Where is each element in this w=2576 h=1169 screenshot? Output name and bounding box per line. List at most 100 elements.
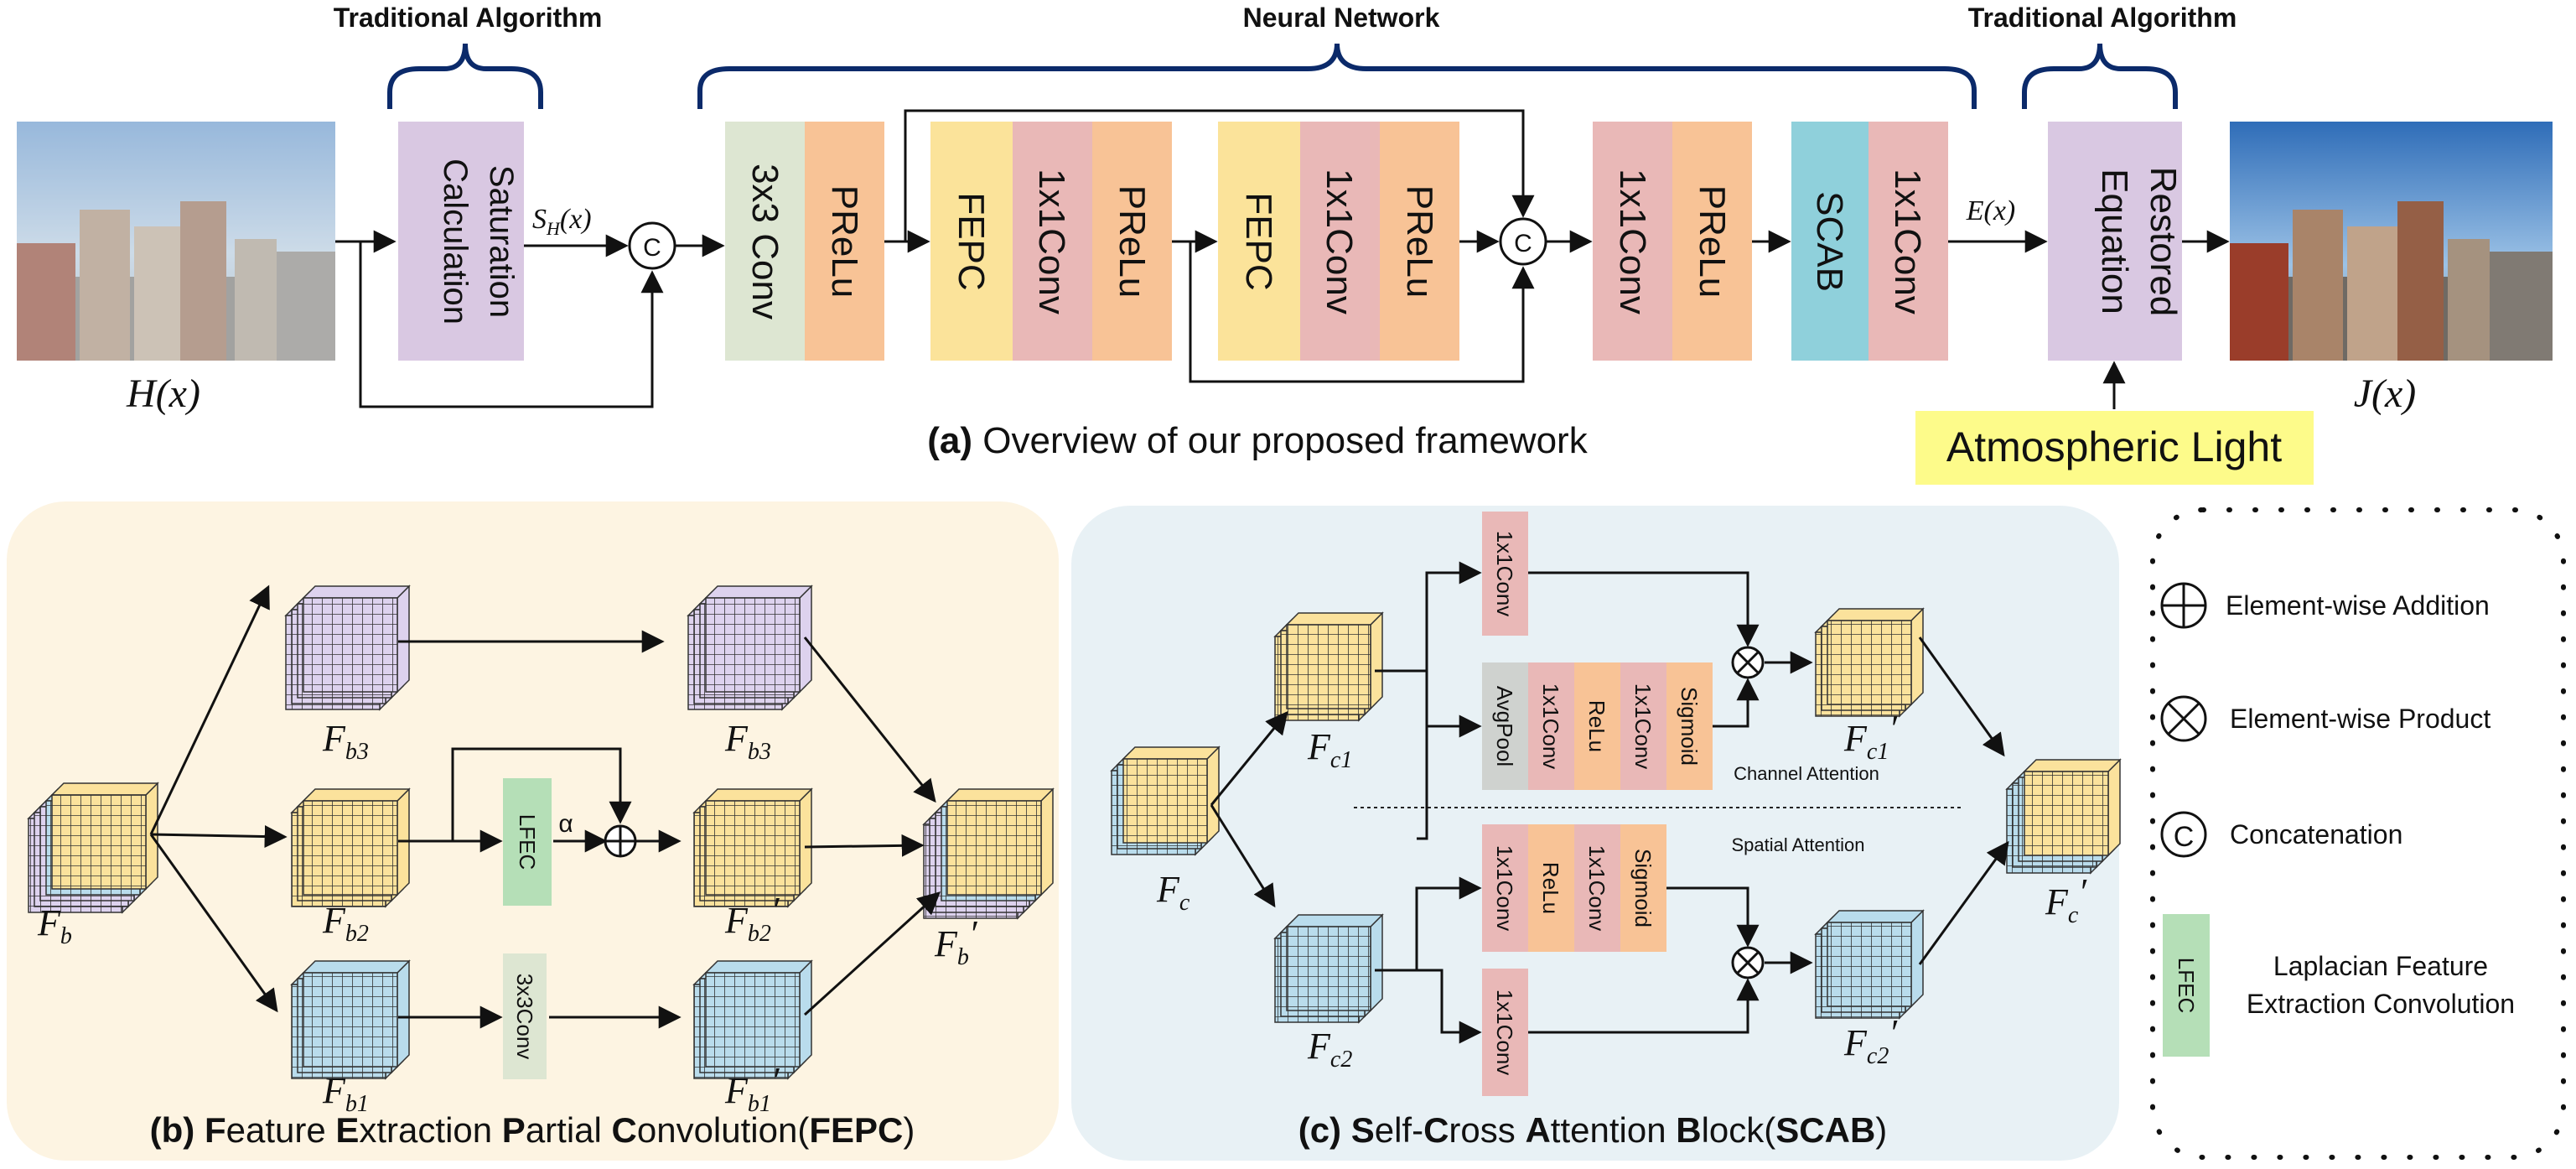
product-node-bottom	[1731, 946, 1765, 979]
dehazed-label: J(x)	[2354, 371, 2417, 416]
fb1-label: Fb1	[322, 1070, 369, 1117]
hazy-input-image	[17, 122, 335, 361]
scab-top-conv: 1x1Conv	[1482, 512, 1528, 636]
channel-attention-row: AvgPool 1x1Conv ReLu 1x1Conv Sigmoid	[1482, 662, 1713, 790]
svg-text:1x1Conv: 1x1Conv	[1630, 683, 1656, 770]
atmospheric-light-label: Atmospheric Light	[1946, 423, 2282, 470]
fb2-cube	[290, 787, 411, 908]
conv3x3-prelu-block: 3x3 Conv PReLu	[725, 122, 884, 361]
fc1-cube	[1273, 611, 1384, 722]
svg-text:1x1Conv: 1x1Conv	[1887, 169, 1928, 314]
scab-bottom-conv: 1x1Conv	[1482, 969, 1528, 1096]
fepc-group-1: FEPC 1x1Conv PReLu	[930, 122, 1172, 361]
svg-text:ReLu: ReLu	[1584, 700, 1609, 752]
fepc-cubes	[27, 584, 1055, 1080]
legend-product-icon	[2160, 695, 2207, 742]
neural-network-label: Neural Network	[1243, 3, 1440, 33]
saturation-calculation-block: Saturation Calculation	[398, 122, 524, 361]
svg-text:AvgPool: AvgPool	[1492, 686, 1517, 766]
sh-label: SH(x)	[532, 204, 592, 239]
concat-node-1-label: C	[643, 234, 661, 262]
fepc-conv3x3-label: 3x3Conv	[512, 974, 537, 1060]
scab-cubes	[1110, 607, 2122, 1024]
trad-algorithm-label-left: Traditional Algorithm	[334, 3, 603, 33]
fb3-out-cube	[687, 584, 813, 711]
legend-add-label: Element-wise Addition	[2226, 590, 2490, 621]
dehazed-output-image	[2230, 122, 2553, 361]
lfec-block-label: LFEC	[515, 814, 540, 870]
fc-label: Fc	[1156, 869, 1190, 916]
fb2-label: Fb2	[322, 900, 369, 947]
svg-text:PReLu: PReLu	[1112, 185, 1153, 299]
svg-text:FEPC: FEPC	[1238, 192, 1279, 290]
spatial-attention-label: Spatial Attention	[1731, 834, 1864, 855]
legend-concat-label: Concatenation	[2230, 819, 2402, 849]
hazy-label: H(x)	[126, 371, 200, 416]
legend-lfec-label-1: Laplacian Feature	[2273, 951, 2488, 981]
svg-text:SCAB: SCAB	[1809, 191, 1850, 292]
saturation-text: Saturation	[483, 165, 520, 318]
svg-text:1x1Conv: 1x1Conv	[1492, 845, 1517, 932]
legend-lfec-label-2: Extraction Convolution	[2247, 989, 2515, 1019]
fb3-label: Fb3	[322, 718, 369, 765]
fb-out-label: Fb′	[934, 913, 978, 970]
fc2-label: Fc2	[1307, 1026, 1352, 1073]
fepc-conv3x3-block	[503, 953, 547, 1079]
caption-a: (a) Overview of our proposed framework	[927, 420, 1588, 461]
lfec-block	[503, 778, 552, 906]
legend-box	[2150, 507, 2566, 1160]
svg-text:FEPC: FEPC	[951, 192, 992, 290]
fc-cube	[1110, 746, 1221, 856]
ex-label: E(x)	[1966, 195, 2016, 226]
legend-product-label: Element-wise Product	[2230, 704, 2490, 734]
fb1-out-cube	[692, 959, 813, 1080]
fepc-add-node-cross	[605, 826, 635, 856]
fc1-out-cube	[1814, 607, 1925, 718]
scab-connectors	[1210, 561, 2009, 1044]
fb-out-cube	[922, 787, 1055, 920]
caption-b: (b) Feature Extraction Partial Convoluti…	[150, 1110, 915, 1150]
svg-text:3x3 Conv: 3x3 Conv	[744, 164, 785, 320]
svg-text:Restored: Restored	[2143, 167, 2184, 317]
fb3-cube	[284, 584, 411, 711]
fb-label: Fb	[37, 902, 72, 949]
svg-text:Equation: Equation	[2094, 169, 2135, 314]
svg-text:1x1Conv: 1x1Conv	[1319, 169, 1360, 314]
brace-trad2	[2022, 43, 2178, 109]
svg-text:ReLu: ReLu	[1538, 862, 1563, 914]
svg-text:1x1Conv: 1x1Conv	[1538, 683, 1563, 770]
fb1-out-label: Fb1′	[724, 1060, 780, 1117]
fepc-group-2: FEPC 1x1Conv PReLu	[1218, 122, 1459, 361]
fc2-out-cube	[1814, 909, 1925, 1020]
conv1x1-prelu-block: 1x1Conv PReLu	[1593, 122, 1752, 361]
channel-attention-label: Channel Attention	[1734, 763, 1879, 784]
fc1-label: Fc1	[1307, 726, 1352, 773]
svg-text:PReLu: PReLu	[1692, 185, 1733, 299]
svg-text:1x1Conv: 1x1Conv	[1612, 169, 1653, 314]
fepc-connectors	[149, 584, 941, 1029]
atmospheric-light-box	[1915, 411, 2314, 485]
fc-out-label: Fc′	[2045, 871, 2087, 928]
fc1-out-label: Fc1′	[1843, 708, 1898, 765]
legend-lfec-icon-label: LFEC	[2174, 958, 2199, 1013]
svg-text:PReLu: PReLu	[1399, 185, 1440, 299]
concat-node-2-label: C	[1514, 230, 1532, 257]
svg-text:1x1Conv: 1x1Conv	[1584, 845, 1609, 932]
top-connectors	[335, 109, 2230, 409]
brace-trad1	[387, 43, 543, 109]
fc-out-cube	[2005, 758, 2122, 875]
fb2-out-label: Fb2′	[724, 890, 780, 947]
legend-lfec-icon	[2163, 914, 2210, 1057]
concat-node-2	[1499, 217, 1547, 266]
fb3-out-label: Fb3	[724, 718, 771, 765]
svg-text:1x1Conv: 1x1Conv	[1492, 531, 1517, 617]
spatial-attention-row: 1x1Conv ReLu 1x1Conv Sigmoid	[1482, 824, 1666, 952]
svg-text:1x1Conv: 1x1Conv	[1031, 169, 1072, 314]
legend-add-icon	[2160, 582, 2207, 629]
legend-concat-symbol: C	[2174, 821, 2195, 853]
calculation-text: Calculation	[437, 158, 474, 325]
trad-algorithm-label-right: Traditional Algorithm	[1968, 3, 2237, 33]
fb-cube	[27, 782, 159, 914]
